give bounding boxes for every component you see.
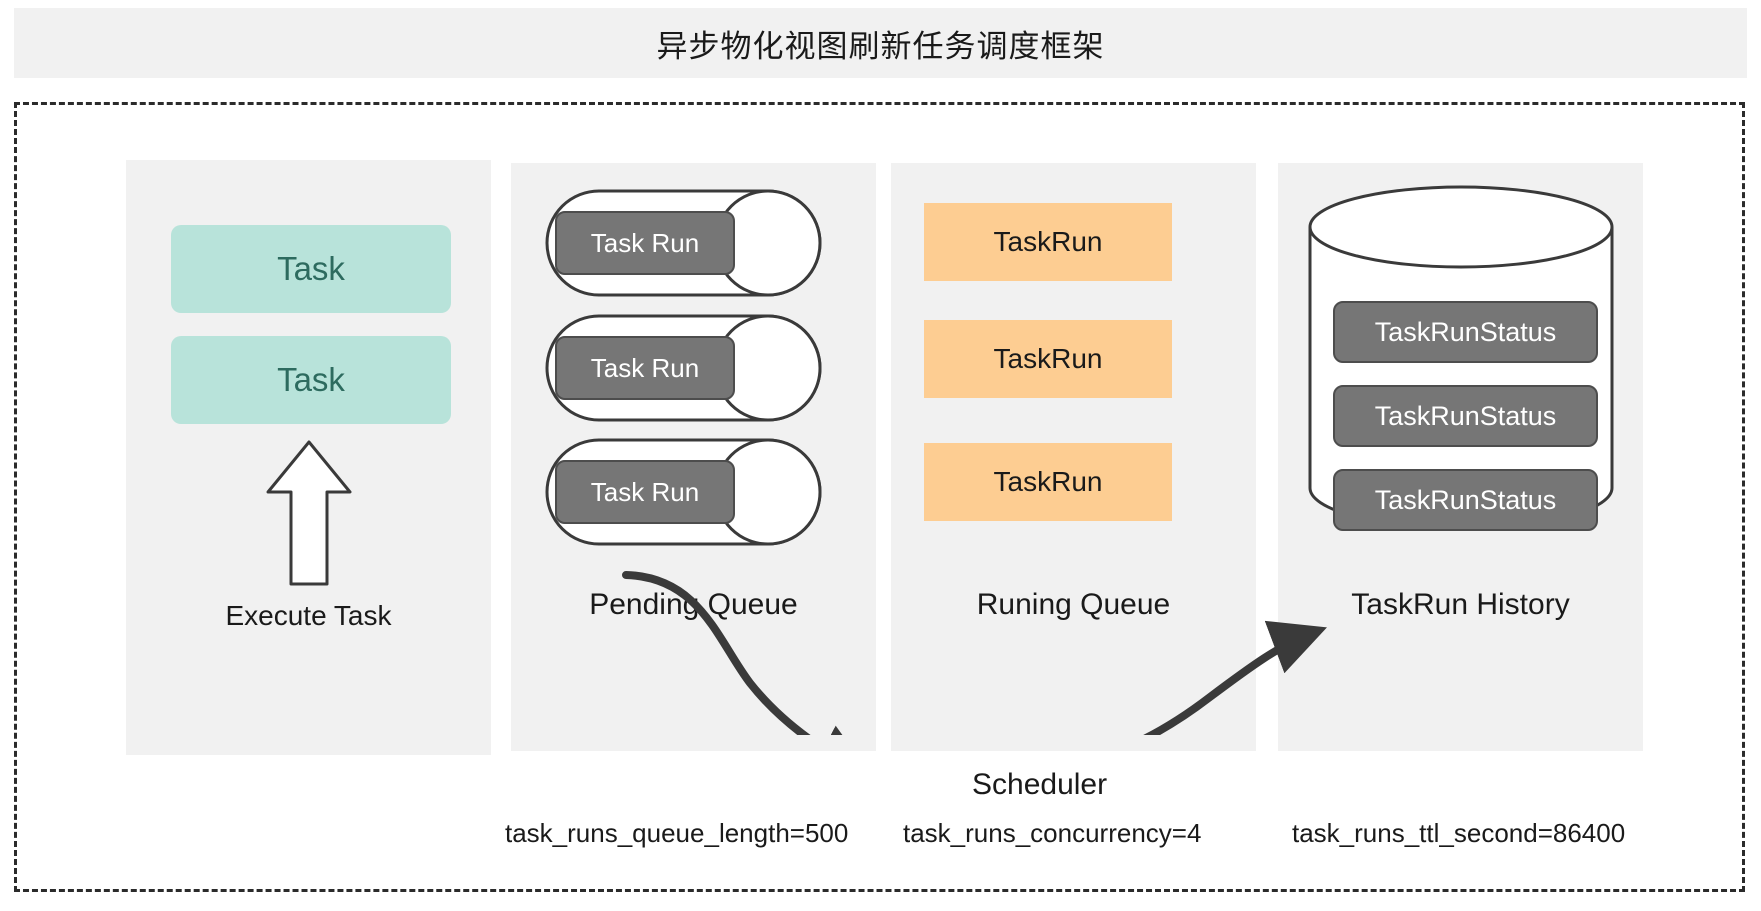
diagram-title-bar: 异步物化视图刷新任务调度框架 bbox=[14, 8, 1747, 78]
pending-taskrun-chip: Task Run bbox=[555, 460, 735, 524]
taskrun-status-label: TaskRunStatus bbox=[1374, 484, 1557, 515]
running-taskrun-label: TaskRun bbox=[993, 226, 1103, 257]
pending-queue-panel: Task Run Task Run Task Run bbox=[511, 163, 876, 751]
pending-queue-item: Task Run bbox=[541, 434, 826, 551]
execute-task-label: Execute Task bbox=[225, 600, 392, 631]
pending-taskrun-chip: Task Run bbox=[555, 336, 735, 400]
taskrun-status-chip: TaskRunStatus bbox=[1333, 301, 1598, 363]
task-column-panel: Task Task Execute Task bbox=[126, 160, 491, 755]
task-card: Task bbox=[171, 336, 451, 424]
taskrun-status-label: TaskRunStatus bbox=[1374, 400, 1557, 431]
pending-queue-caption: Pending Queue bbox=[589, 588, 798, 621]
running-taskrun-box: TaskRun bbox=[924, 443, 1172, 521]
taskrun-status-chip: TaskRunStatus bbox=[1333, 385, 1598, 447]
up-arrow-icon bbox=[264, 438, 354, 588]
pending-queue-item: Task Run bbox=[541, 185, 826, 302]
running-taskrun-box: TaskRun bbox=[924, 320, 1172, 398]
taskrun-history-panel: TaskRunStatus TaskRunStatus TaskRunStatu… bbox=[1278, 163, 1643, 751]
task-card-label: Task bbox=[277, 361, 345, 398]
pending-taskrun-label: Task Run bbox=[590, 227, 700, 258]
page-title: 异步物化视图刷新任务调度框架 bbox=[656, 28, 1105, 65]
pending-taskrun-label: Task Run bbox=[590, 352, 700, 383]
taskrun-status-label: TaskRunStatus bbox=[1374, 316, 1557, 347]
pending-taskrun-label: Task Run bbox=[590, 476, 700, 507]
running-taskrun-label: TaskRun bbox=[993, 343, 1103, 374]
running-taskrun-box: TaskRun bbox=[924, 203, 1172, 281]
param-concurrency: task_runs_concurrency=4 bbox=[903, 818, 1202, 848]
pending-taskrun-chip: Task Run bbox=[555, 211, 735, 275]
task-card-label: Task bbox=[277, 250, 345, 287]
param-queue-length: task_runs_queue_length=500 bbox=[505, 818, 849, 848]
pending-queue-item: Task Run bbox=[541, 310, 826, 427]
scheduler-label: Scheduler bbox=[972, 768, 1108, 801]
param-ttl-second: task_runs_ttl_second=86400 bbox=[1292, 818, 1626, 848]
task-card: Task bbox=[171, 225, 451, 313]
taskrun-status-chip: TaskRunStatus bbox=[1333, 469, 1598, 531]
taskrun-history-caption: TaskRun History bbox=[1351, 588, 1570, 621]
framework-boundary bbox=[14, 102, 1745, 892]
running-taskrun-label: TaskRun bbox=[993, 466, 1103, 497]
running-queue-panel: TaskRun TaskRun TaskRun bbox=[891, 163, 1256, 751]
running-queue-caption: Runing Queue bbox=[976, 588, 1171, 621]
